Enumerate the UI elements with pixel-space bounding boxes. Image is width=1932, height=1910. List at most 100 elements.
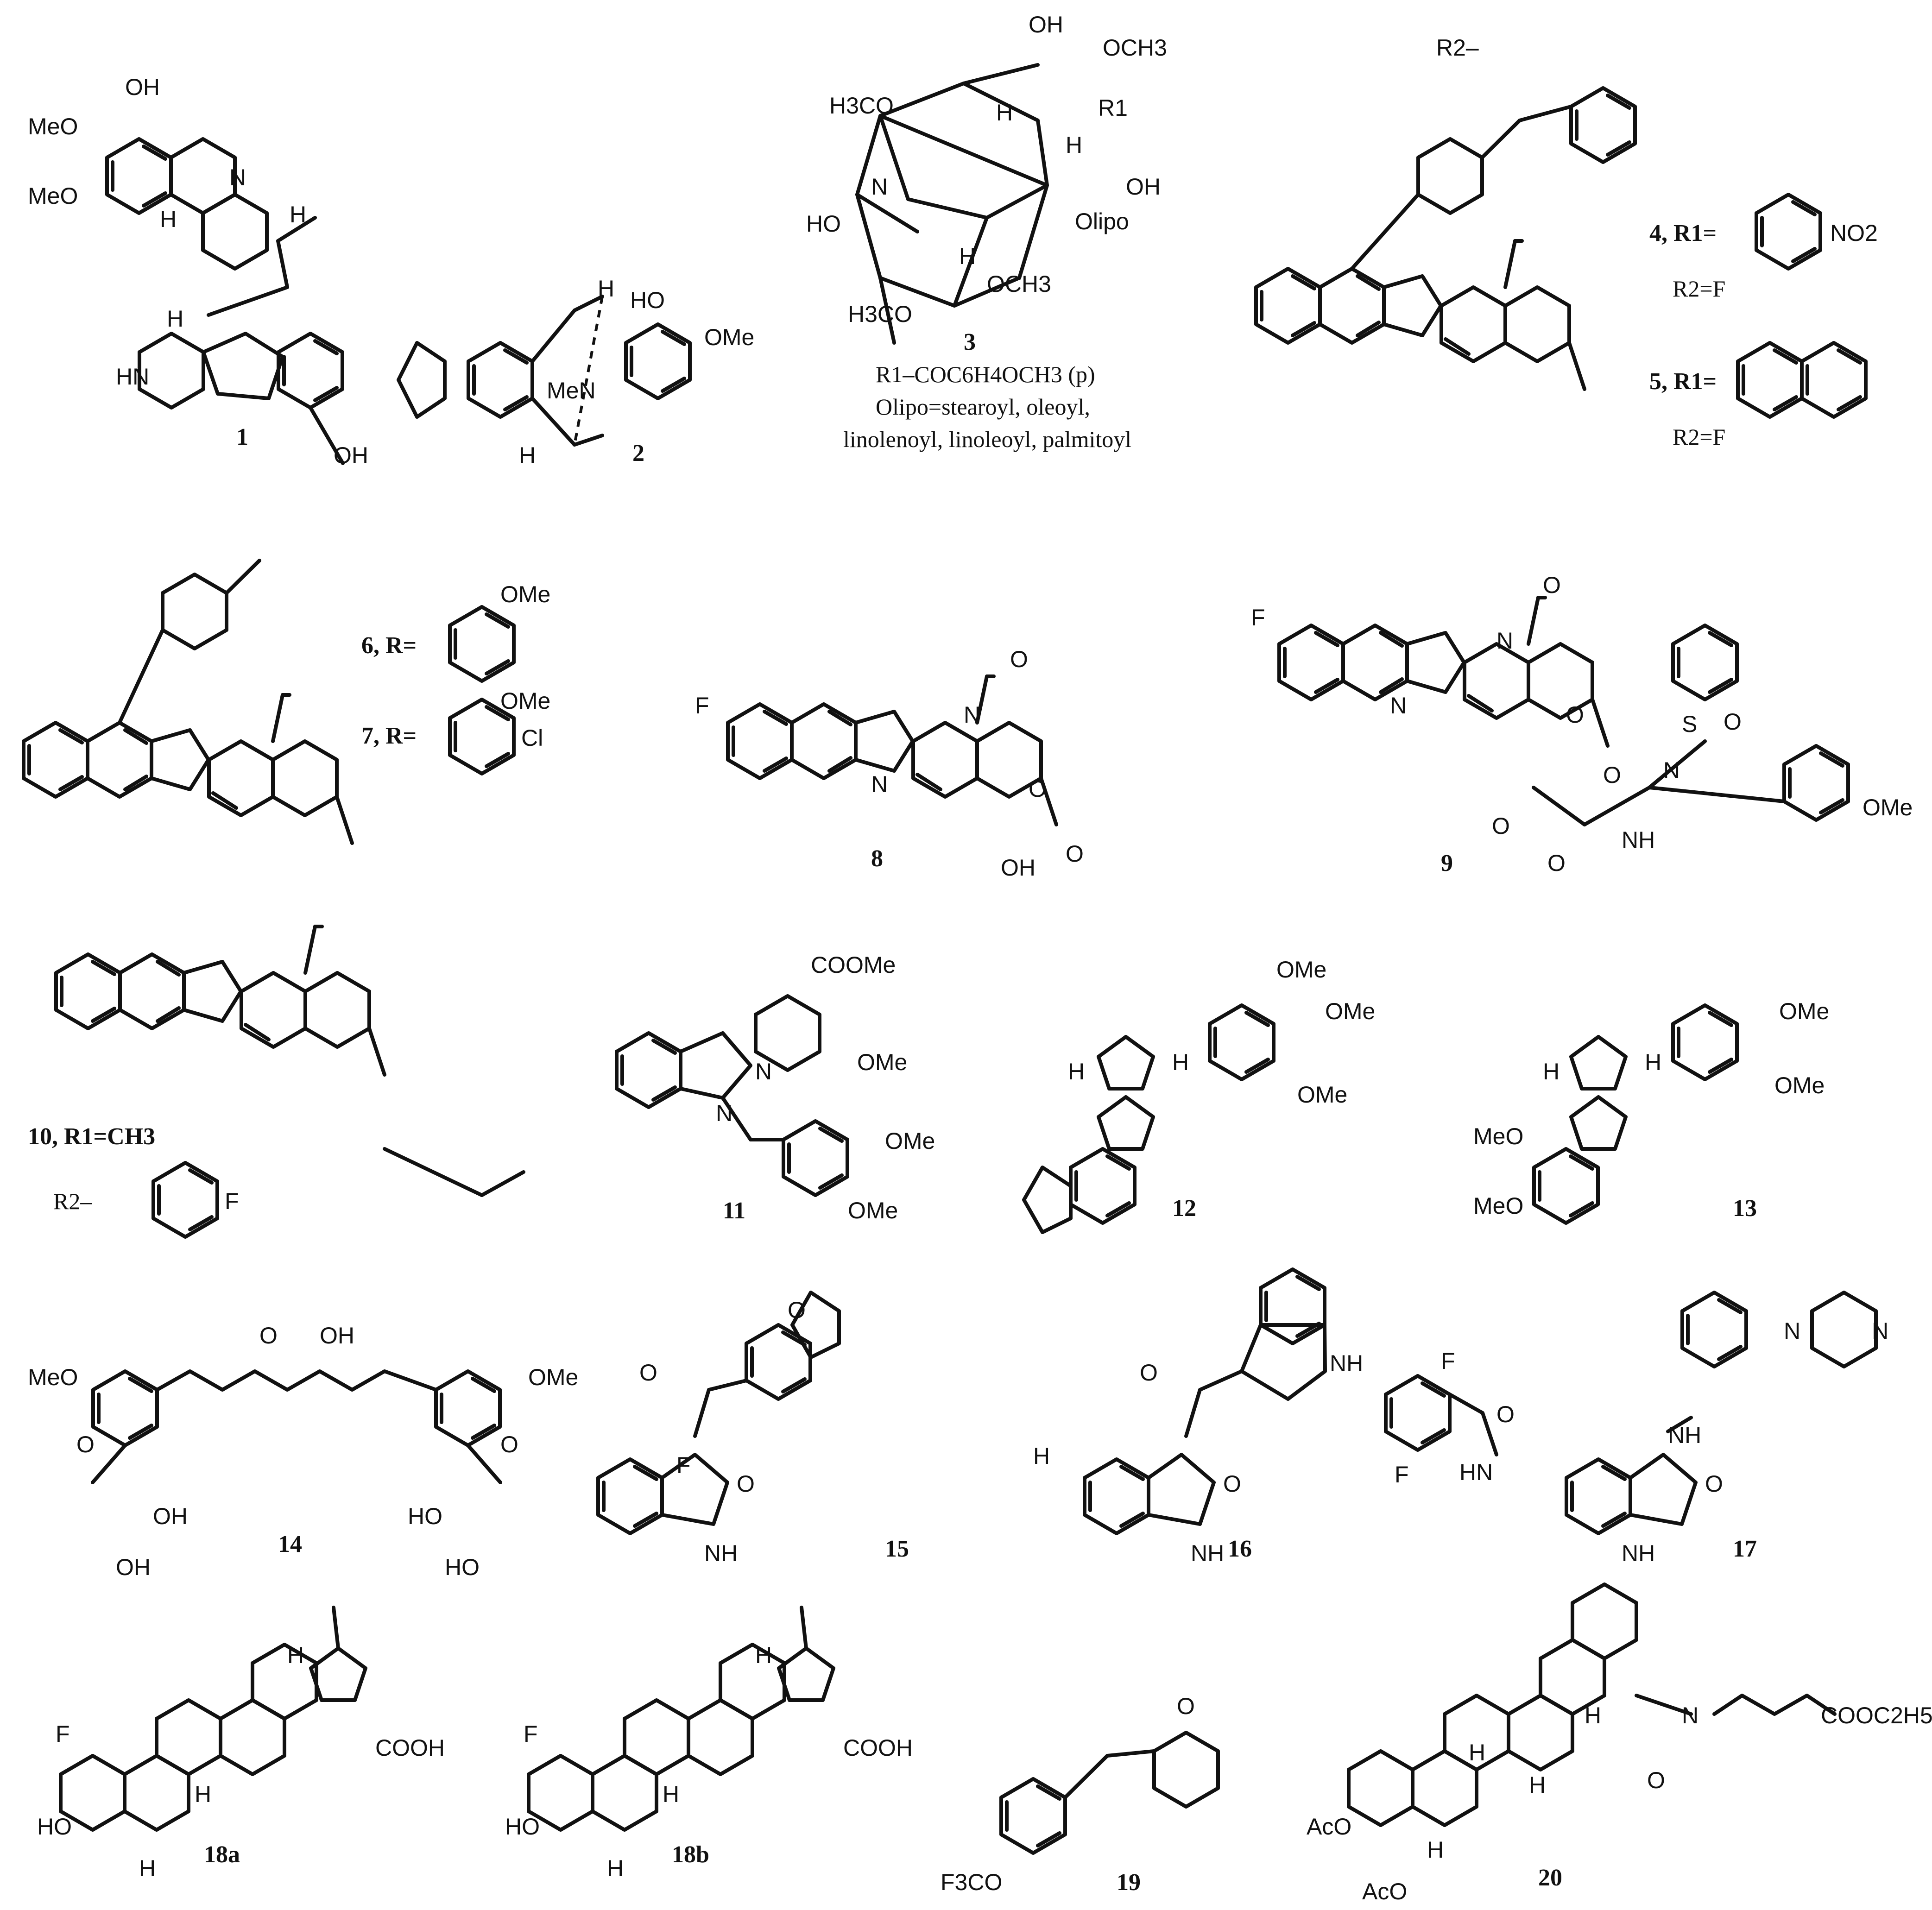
atom-label: O <box>1177 1693 1195 1719</box>
atom-label: Cl <box>521 725 543 751</box>
substituent-label-4: 4, R1= <box>1649 220 1717 246</box>
atom-label: NH <box>1622 1540 1655 1566</box>
atom-label: OMe <box>704 324 754 350</box>
compound-11: COOMe N N OMe OMe OMe 11 <box>617 952 935 1224</box>
atom-label: MeN <box>547 378 596 403</box>
atom-label: H <box>1469 1740 1485 1765</box>
compound-13: OMe OMe H H MeO MeO 13 <box>1473 998 1829 1223</box>
atom-label: HO <box>445 1554 480 1580</box>
atom-label: HO <box>408 1503 442 1529</box>
atom-label: OCH3 <box>1103 35 1167 61</box>
atom-label: OH <box>1001 855 1035 881</box>
atom-label: O <box>1603 762 1621 788</box>
atom-label: HN <box>1459 1459 1493 1485</box>
atom-label: N <box>1682 1702 1698 1728</box>
atom-label: O <box>1010 646 1028 672</box>
compound-label-16: 16 <box>1228 1536 1252 1562</box>
caption-line: R1–COC6H4OCH3 (p) <box>876 361 1095 387</box>
atom-label: H <box>1172 1049 1189 1075</box>
atom-label: F3CO <box>941 1869 1002 1895</box>
atom-label: O <box>1724 709 1742 735</box>
compound-label-13: 13 <box>1733 1195 1757 1222</box>
atom-label: O <box>1029 776 1047 802</box>
compound-label-3: 3 <box>964 329 976 355</box>
atom-label: N <box>871 771 888 797</box>
atom-label: OMe <box>1276 957 1326 983</box>
compound-label-15: 15 <box>885 1536 909 1562</box>
atom-label: F <box>524 1721 538 1747</box>
atom-label: OH <box>116 1554 151 1580</box>
compound-label-12: 12 <box>1172 1195 1196 1222</box>
atom-label: H <box>1585 1702 1601 1728</box>
atom-label: O <box>1492 813 1510 839</box>
atom-label: NH <box>1668 1422 1701 1448</box>
atom-label: O <box>500 1431 518 1457</box>
atom-label: O <box>1140 1360 1158 1386</box>
atom-label: NH <box>1330 1350 1363 1376</box>
compound-12: OMe OMe OMe H H 12 <box>1022 957 1375 1234</box>
atom-label: HO <box>505 1814 540 1840</box>
atom-label: H <box>519 442 536 468</box>
atom-label: H <box>1066 132 1082 158</box>
atom-label: OCH3 <box>987 271 1051 297</box>
atom-label: MeO <box>1473 1123 1523 1149</box>
atom-label: OMe <box>848 1198 898 1223</box>
compound-16: O NH H O NH 16 <box>1033 1269 1363 1566</box>
atom-label: O <box>1496 1401 1515 1427</box>
atom-label: N <box>229 164 246 190</box>
atom-label: O <box>1705 1471 1723 1497</box>
atom-label: NH <box>1191 1540 1224 1566</box>
compound-label-11: 11 <box>723 1198 745 1224</box>
atom-label: F <box>695 693 709 719</box>
compound-label-1: 1 <box>236 424 248 450</box>
atom-label: H3CO <box>829 93 894 119</box>
atom-label: H <box>1427 1837 1444 1863</box>
compound-label-19: 19 <box>1117 1869 1141 1896</box>
atom-label: H <box>663 1781 679 1807</box>
atom-label: OMe <box>1779 998 1829 1024</box>
compound-2: HO OMe H MeN H 2 <box>397 276 754 468</box>
atom-label: H <box>607 1855 624 1881</box>
atom-label: O <box>259 1323 278 1349</box>
atom-label: NO2 <box>1830 220 1878 246</box>
atom-label: MeO <box>28 113 78 139</box>
atom-label: H <box>755 1642 772 1668</box>
atom-label: N <box>716 1100 732 1126</box>
atom-label: OMe <box>500 688 550 714</box>
atom-label: NH <box>704 1540 738 1566</box>
atom-label: HO <box>630 287 665 313</box>
atom-label: HO <box>806 211 841 237</box>
atom-label: N <box>1872 1318 1888 1344</box>
compound-14: O OH MeO OMe O O OH HO OH HO 14 <box>28 1323 578 1580</box>
atom-label: OH <box>125 74 160 100</box>
atom-label: OMe <box>1774 1072 1825 1098</box>
compound-label-9: 9 <box>1441 850 1453 876</box>
atom-label: OH <box>1029 12 1063 38</box>
atom-label: N <box>1496 628 1513 654</box>
compounds-4-5: R2– 4, R1= NO2 R2=F 5, R1= R2=F <box>1256 35 1878 450</box>
atom-label: O <box>1066 841 1084 867</box>
atom-label: OMe <box>528 1364 578 1390</box>
atom-label: H <box>1645 1049 1661 1075</box>
atom-label: H <box>1543 1059 1559 1084</box>
atom-label: S <box>1682 711 1697 737</box>
compound-18b: H COOH F H HO H 18b <box>505 1606 913 1881</box>
compound-label-20: 20 <box>1538 1865 1562 1891</box>
atom-label: AcO <box>1307 1814 1351 1840</box>
atom-label: F <box>1395 1462 1409 1488</box>
compound-label-8: 8 <box>871 845 883 872</box>
atom-label: MeO <box>28 1364 78 1390</box>
atom-label: N <box>1390 693 1407 719</box>
atom-label: N <box>871 174 888 200</box>
compound-18a: H COOH F H HO H 18a <box>37 1606 445 1881</box>
compound-19: O F3CO 19 <box>941 1693 1218 1896</box>
atom-label: NH <box>1622 827 1655 853</box>
atom-label: HN <box>116 364 149 390</box>
compound-17: F N N O NH F HN O NH 17 <box>1386 1292 1888 1566</box>
atom-label: O <box>1223 1471 1241 1497</box>
substituent-label-10: 10, R1=CH3 <box>28 1123 155 1150</box>
substituent-label-7: 7, R= <box>361 723 417 749</box>
caption-line: linolenoyl, linoleoyl, palmitoyl <box>843 426 1131 452</box>
atom-label: OMe <box>857 1049 907 1075</box>
